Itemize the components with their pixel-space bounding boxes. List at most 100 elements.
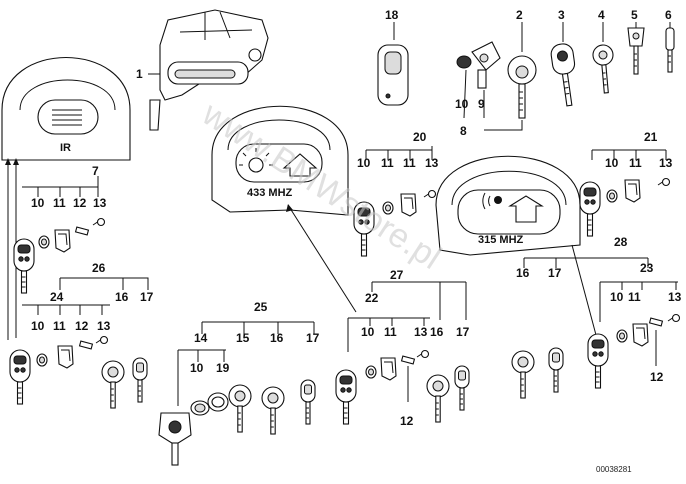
label-21-11: 11 — [629, 156, 642, 170]
label-7: 7 — [92, 164, 99, 178]
label-10: 10 — [455, 97, 469, 111]
key-16-group-28 — [511, 350, 535, 399]
cap-part-10 — [456, 55, 472, 69]
key-head-group-14 — [158, 412, 192, 466]
signal-icon — [482, 192, 502, 210]
label-24-13: 13 — [97, 319, 111, 333]
clip-group-24 — [57, 345, 74, 369]
label-21-13: 13 — [659, 156, 673, 170]
key-15-group-25 — [228, 384, 252, 433]
label-22-10: 10 — [361, 325, 375, 339]
label-26-16: 16 — [115, 290, 129, 304]
key-16-group-25 — [261, 386, 285, 435]
label-27: 27 — [390, 268, 404, 282]
315mhz-key-shell-panel: 315 MHZ — [435, 155, 581, 256]
label-7-13: 13 — [93, 196, 107, 210]
label-1: 1 — [136, 67, 143, 81]
label-2: 2 — [516, 8, 523, 22]
clip-group-23 — [632, 323, 649, 347]
key-17-group-28 — [548, 347, 564, 393]
panel-label-ir: IR — [60, 142, 71, 154]
ring-group-24 — [36, 353, 48, 367]
screw-group-20 — [423, 189, 437, 199]
key-part-3 — [550, 43, 576, 107]
ring-group-22 — [365, 365, 377, 379]
strip-group-24 — [79, 340, 93, 350]
label-5: 5 — [631, 8, 638, 22]
label-25-17: 17 — [306, 331, 320, 345]
label-23-10: 10 — [610, 290, 624, 304]
label-21: 21 — [644, 130, 658, 144]
label-6: 6 — [665, 8, 672, 22]
clip-group-7 — [54, 229, 71, 253]
clip-group-21 — [624, 179, 641, 203]
label-20-10: 10 — [357, 156, 371, 170]
ring-group-23 — [616, 329, 628, 343]
key-part-5 — [627, 27, 645, 75]
label-8: 8 — [460, 124, 467, 138]
label-27-17: 17 — [456, 325, 470, 339]
label-22-12: 12 — [400, 414, 414, 428]
key-16-group-26 — [101, 360, 125, 409]
door-handle-part — [149, 9, 269, 131]
label-24-12: 12 — [75, 319, 89, 333]
screw-group-23 — [667, 313, 681, 323]
label-24-10: 10 — [31, 319, 45, 333]
label-23-11: 11 — [628, 290, 641, 304]
garage-icon — [508, 195, 544, 223]
key-fob-group-21 — [579, 181, 601, 237]
clip-group-20 — [400, 193, 417, 217]
label-21-10: 10 — [605, 156, 619, 170]
label-20-11: 11 — [381, 156, 394, 170]
battery-cover-part-18 — [377, 44, 409, 106]
key-fob-group-23 — [587, 333, 609, 389]
label-3: 3 — [558, 8, 565, 22]
label-14-10: 10 — [190, 361, 204, 375]
label-24-11: 11 — [53, 319, 66, 333]
ir-key-shell-panel: IR — [1, 57, 131, 161]
label-14-19: 19 — [216, 361, 230, 375]
label-7-10: 10 — [31, 196, 45, 210]
label-22: 22 — [365, 291, 379, 305]
reference-number: 00038281 — [596, 465, 632, 474]
strip-group-22 — [401, 355, 415, 365]
screw-group-21 — [657, 177, 671, 187]
key-16-group-27 — [426, 374, 450, 423]
arrow-heads-ir — [5, 158, 19, 165]
strip-group-7 — [75, 226, 89, 236]
lock-cylinder-part-9 — [471, 41, 501, 89]
key-part-4 — [592, 44, 614, 94]
label-23: 23 — [640, 261, 654, 275]
ring-group-21 — [606, 189, 618, 203]
label-7-11: 11 — [53, 196, 66, 210]
grille-icon — [52, 109, 82, 126]
label-26: 26 — [92, 261, 106, 275]
label-24: 24 — [50, 290, 64, 304]
label-20-11b: 11 — [403, 156, 416, 170]
strip-group-23 — [649, 317, 663, 327]
label-28-17: 17 — [548, 266, 562, 280]
ring-10-group-14 — [190, 400, 210, 416]
key-fob-group-24 — [9, 349, 31, 405]
key-fob-group-22 — [335, 369, 357, 425]
screw-group-24 — [95, 335, 109, 345]
screw-group-7 — [92, 217, 106, 227]
label-4: 4 — [598, 8, 605, 22]
label-28: 28 — [614, 235, 628, 249]
key-17-group-26 — [132, 357, 148, 403]
ring-19-group-14 — [207, 392, 229, 412]
label-7-12: 12 — [73, 196, 87, 210]
label-25-14: 14 — [194, 331, 208, 345]
key-17-group-25 — [300, 379, 316, 425]
label-9: 9 — [478, 97, 485, 111]
sun-icon — [239, 148, 273, 173]
label-26-17: 17 — [140, 290, 154, 304]
key-fob-group-7 — [13, 238, 35, 294]
panel-label-433mhz: 433 MHZ — [247, 187, 293, 199]
label-27-16: 16 — [430, 325, 444, 339]
screw-group-22 — [416, 349, 430, 359]
key-part-6 — [665, 27, 675, 73]
label-20-13: 13 — [425, 156, 439, 170]
callout-labels: 1 2 3 4 5 6 7 8 9 10 18 20 21 22 23 24 2… — [31, 8, 682, 428]
